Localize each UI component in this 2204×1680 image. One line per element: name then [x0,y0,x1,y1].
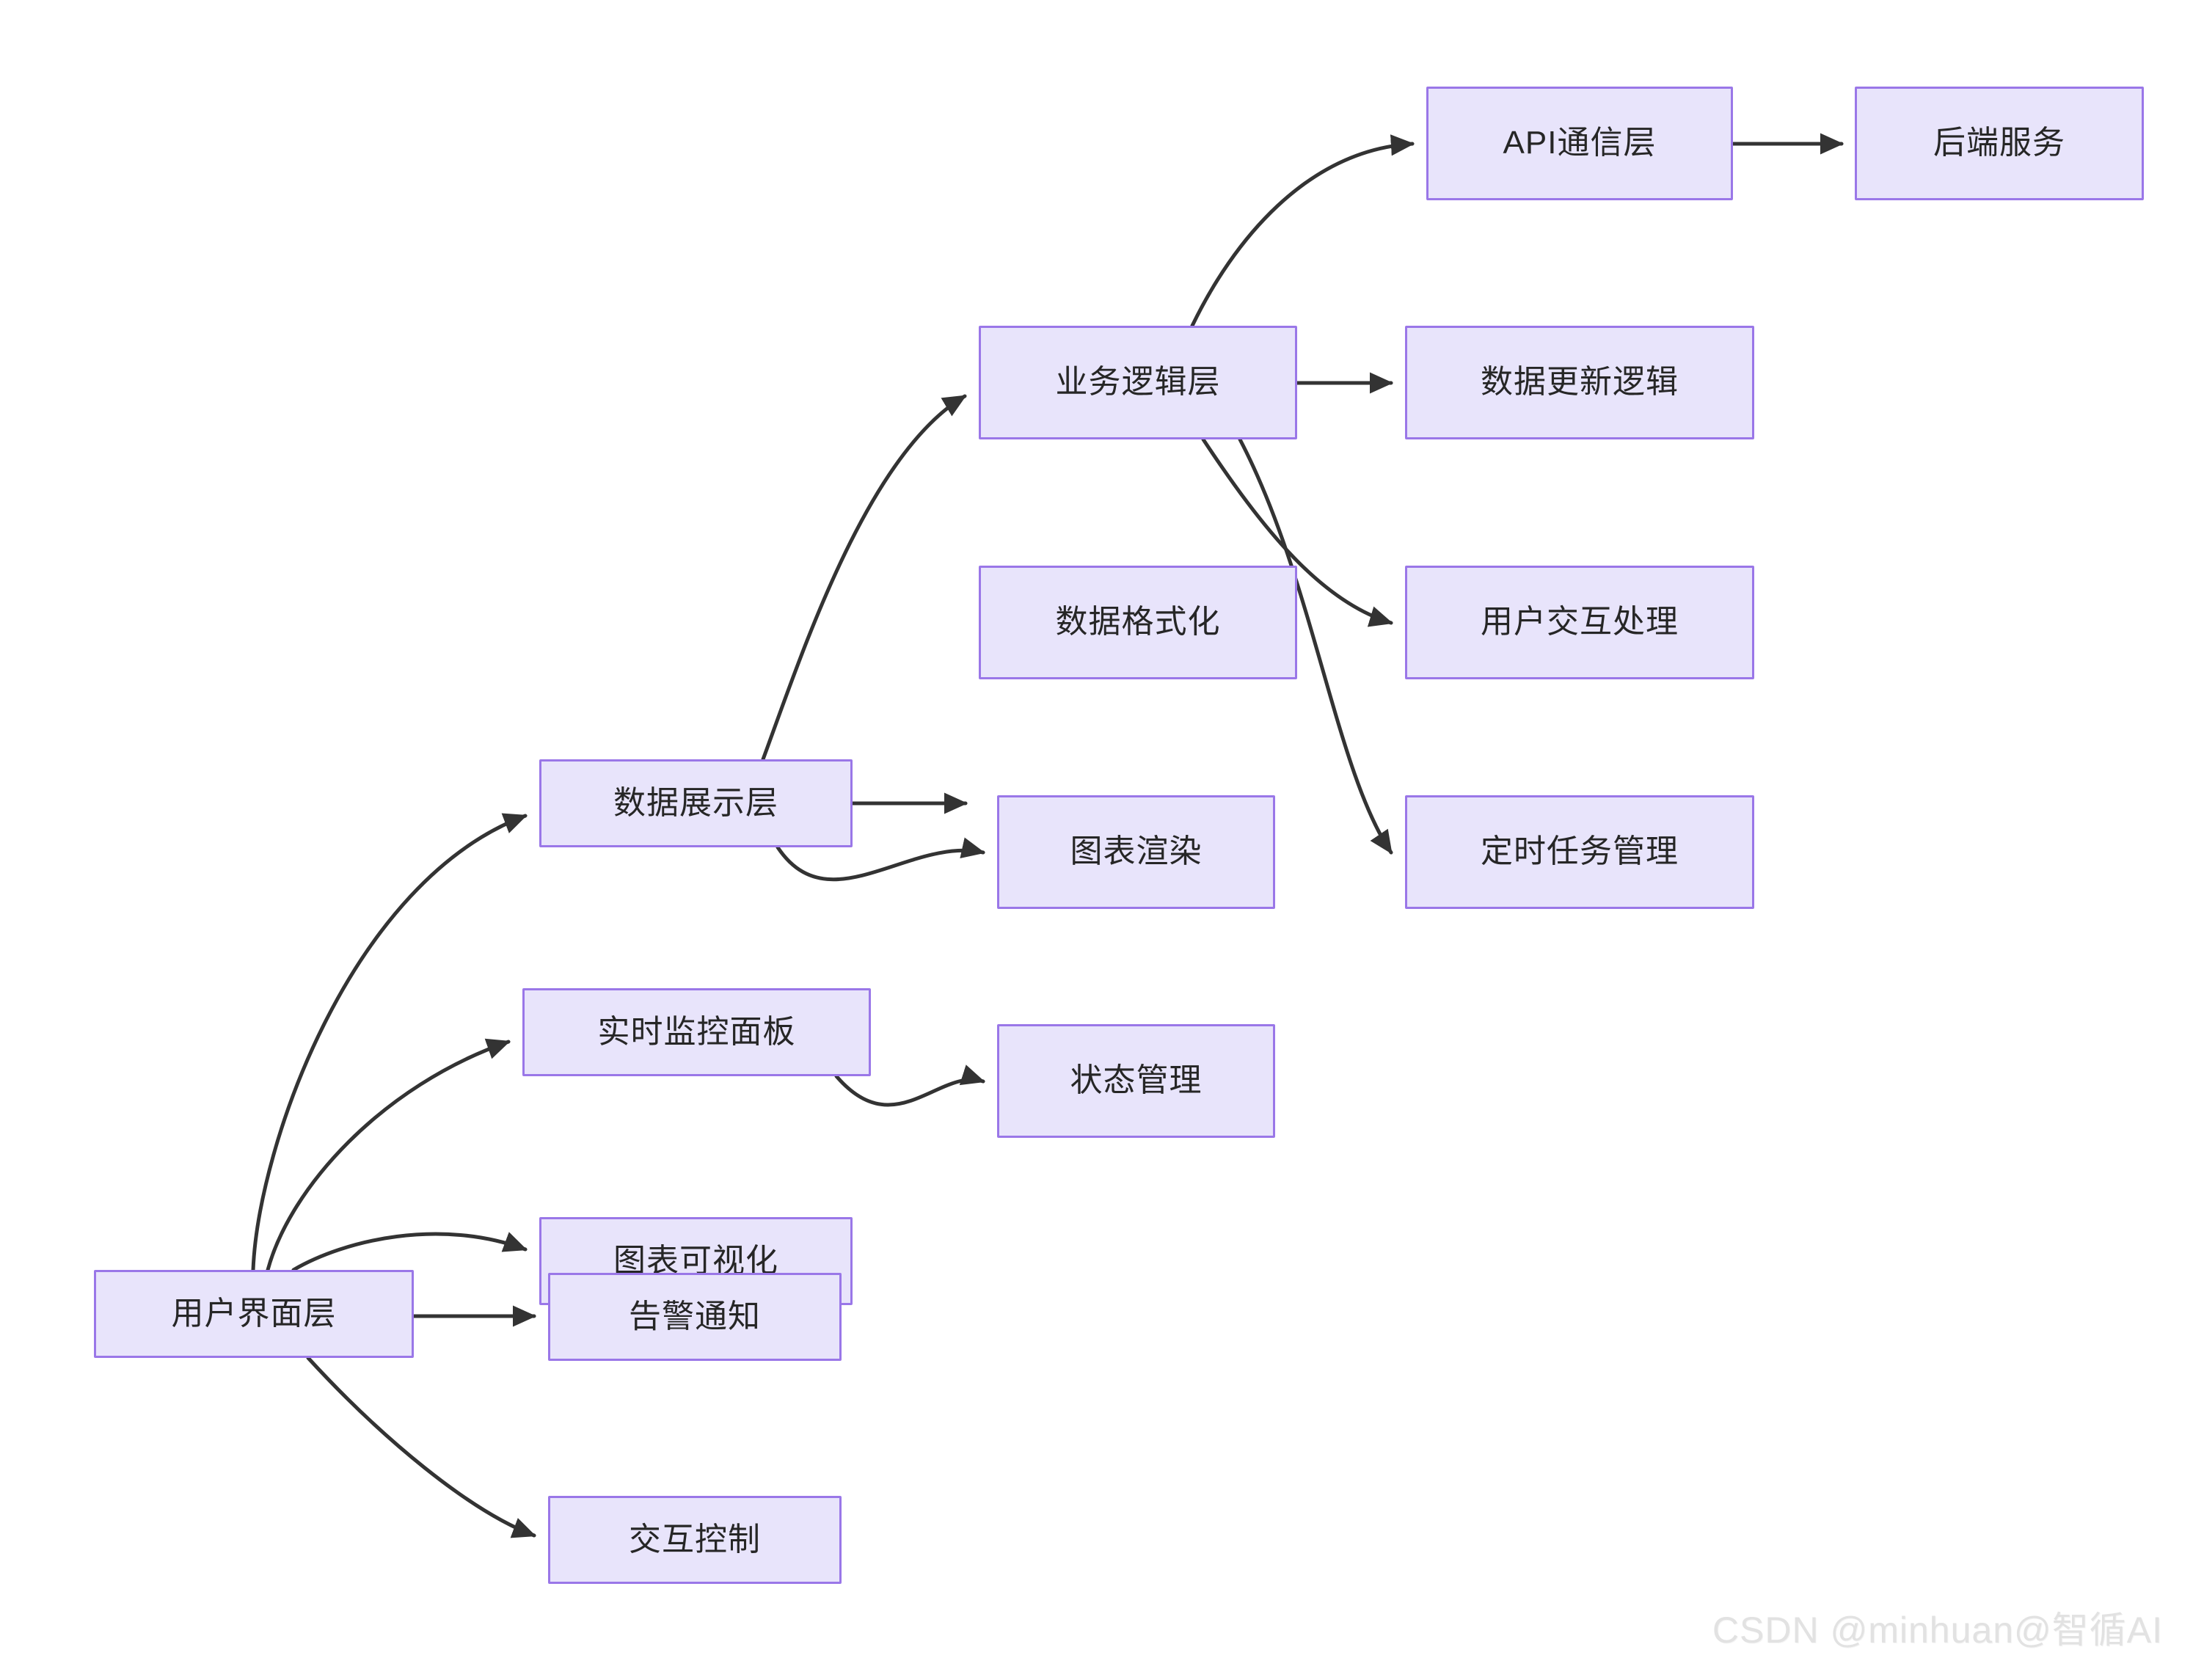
node-label-data-update: 数据更新逻辑 [1481,364,1679,401]
watermark-label: CSDN @minhuan@智循AI [1712,1610,2163,1651]
edge-data-display-to-business-logic [761,394,967,762]
node-user-interact[interactable]: 用户交互处理 [1405,566,1754,679]
edge-business-logic-to-api-layer [1190,134,1415,328]
node-label-data-display: 数据展示层 [613,784,778,821]
node-data-format[interactable]: 数据格式化 [979,566,1297,679]
node-label-backend-service: 后端服务 [1933,125,2065,161]
node-task-schedule[interactable]: 定时任务管理 [1405,795,1754,909]
edge-ui-layer-to-interact-ctrl [306,1356,536,1538]
node-label-realtime-panel: 实时监控面板 [597,1013,796,1050]
node-chart-render[interactable]: 图表渲染 [997,795,1275,909]
edge-ui-layer-to-realtime-panel [266,1038,511,1272]
edge-realtime-panel-to-state-manage [834,1064,985,1107]
node-state-manage[interactable]: 状态管理 [997,1024,1275,1138]
node-label-user-interact: 用户交互处理 [1481,604,1679,640]
node-realtime-panel[interactable]: 实时监控面板 [522,988,871,1076]
node-label-task-schedule: 定时任务管理 [1481,833,1679,870]
node-label-business-logic: 业务逻辑层 [1055,364,1221,401]
node-label-chart-visual: 图表可视化 [613,1242,778,1279]
edge-ui-layer-to-data-display [251,813,528,1272]
node-label-api-layer: API通信层 [1503,125,1657,161]
node-api-layer[interactable]: API通信层 [1426,87,1733,200]
node-label-chart-render: 图表渲染 [1070,833,1203,870]
node-business-logic[interactable]: 业务逻辑层 [979,326,1297,439]
node-alert-notify[interactable]: 告警通知 [548,1273,842,1361]
node-label-alert-notify: 告警通知 [629,1298,761,1334]
node-label-state-manage: 状态管理 [1070,1062,1203,1099]
node-label-data-format: 数据格式化 [1055,604,1221,640]
node-label-interact-ctrl: 交互控制 [629,1521,761,1557]
node-backend-service[interactable]: 后端服务 [1855,87,2144,200]
node-label-ui-layer: 用户界面层 [171,1295,337,1332]
node-interact-ctrl[interactable]: 交互控制 [548,1496,842,1584]
edge-ui-layer-to-chart-visual [291,1232,528,1272]
node-data-display[interactable]: 数据展示层 [539,759,853,847]
node-data-update[interactable]: 数据更新逻辑 [1405,326,1754,439]
node-ui-layer[interactable]: 用户界面层 [94,1270,414,1358]
edge-data-display-to-chart-render [776,837,985,882]
